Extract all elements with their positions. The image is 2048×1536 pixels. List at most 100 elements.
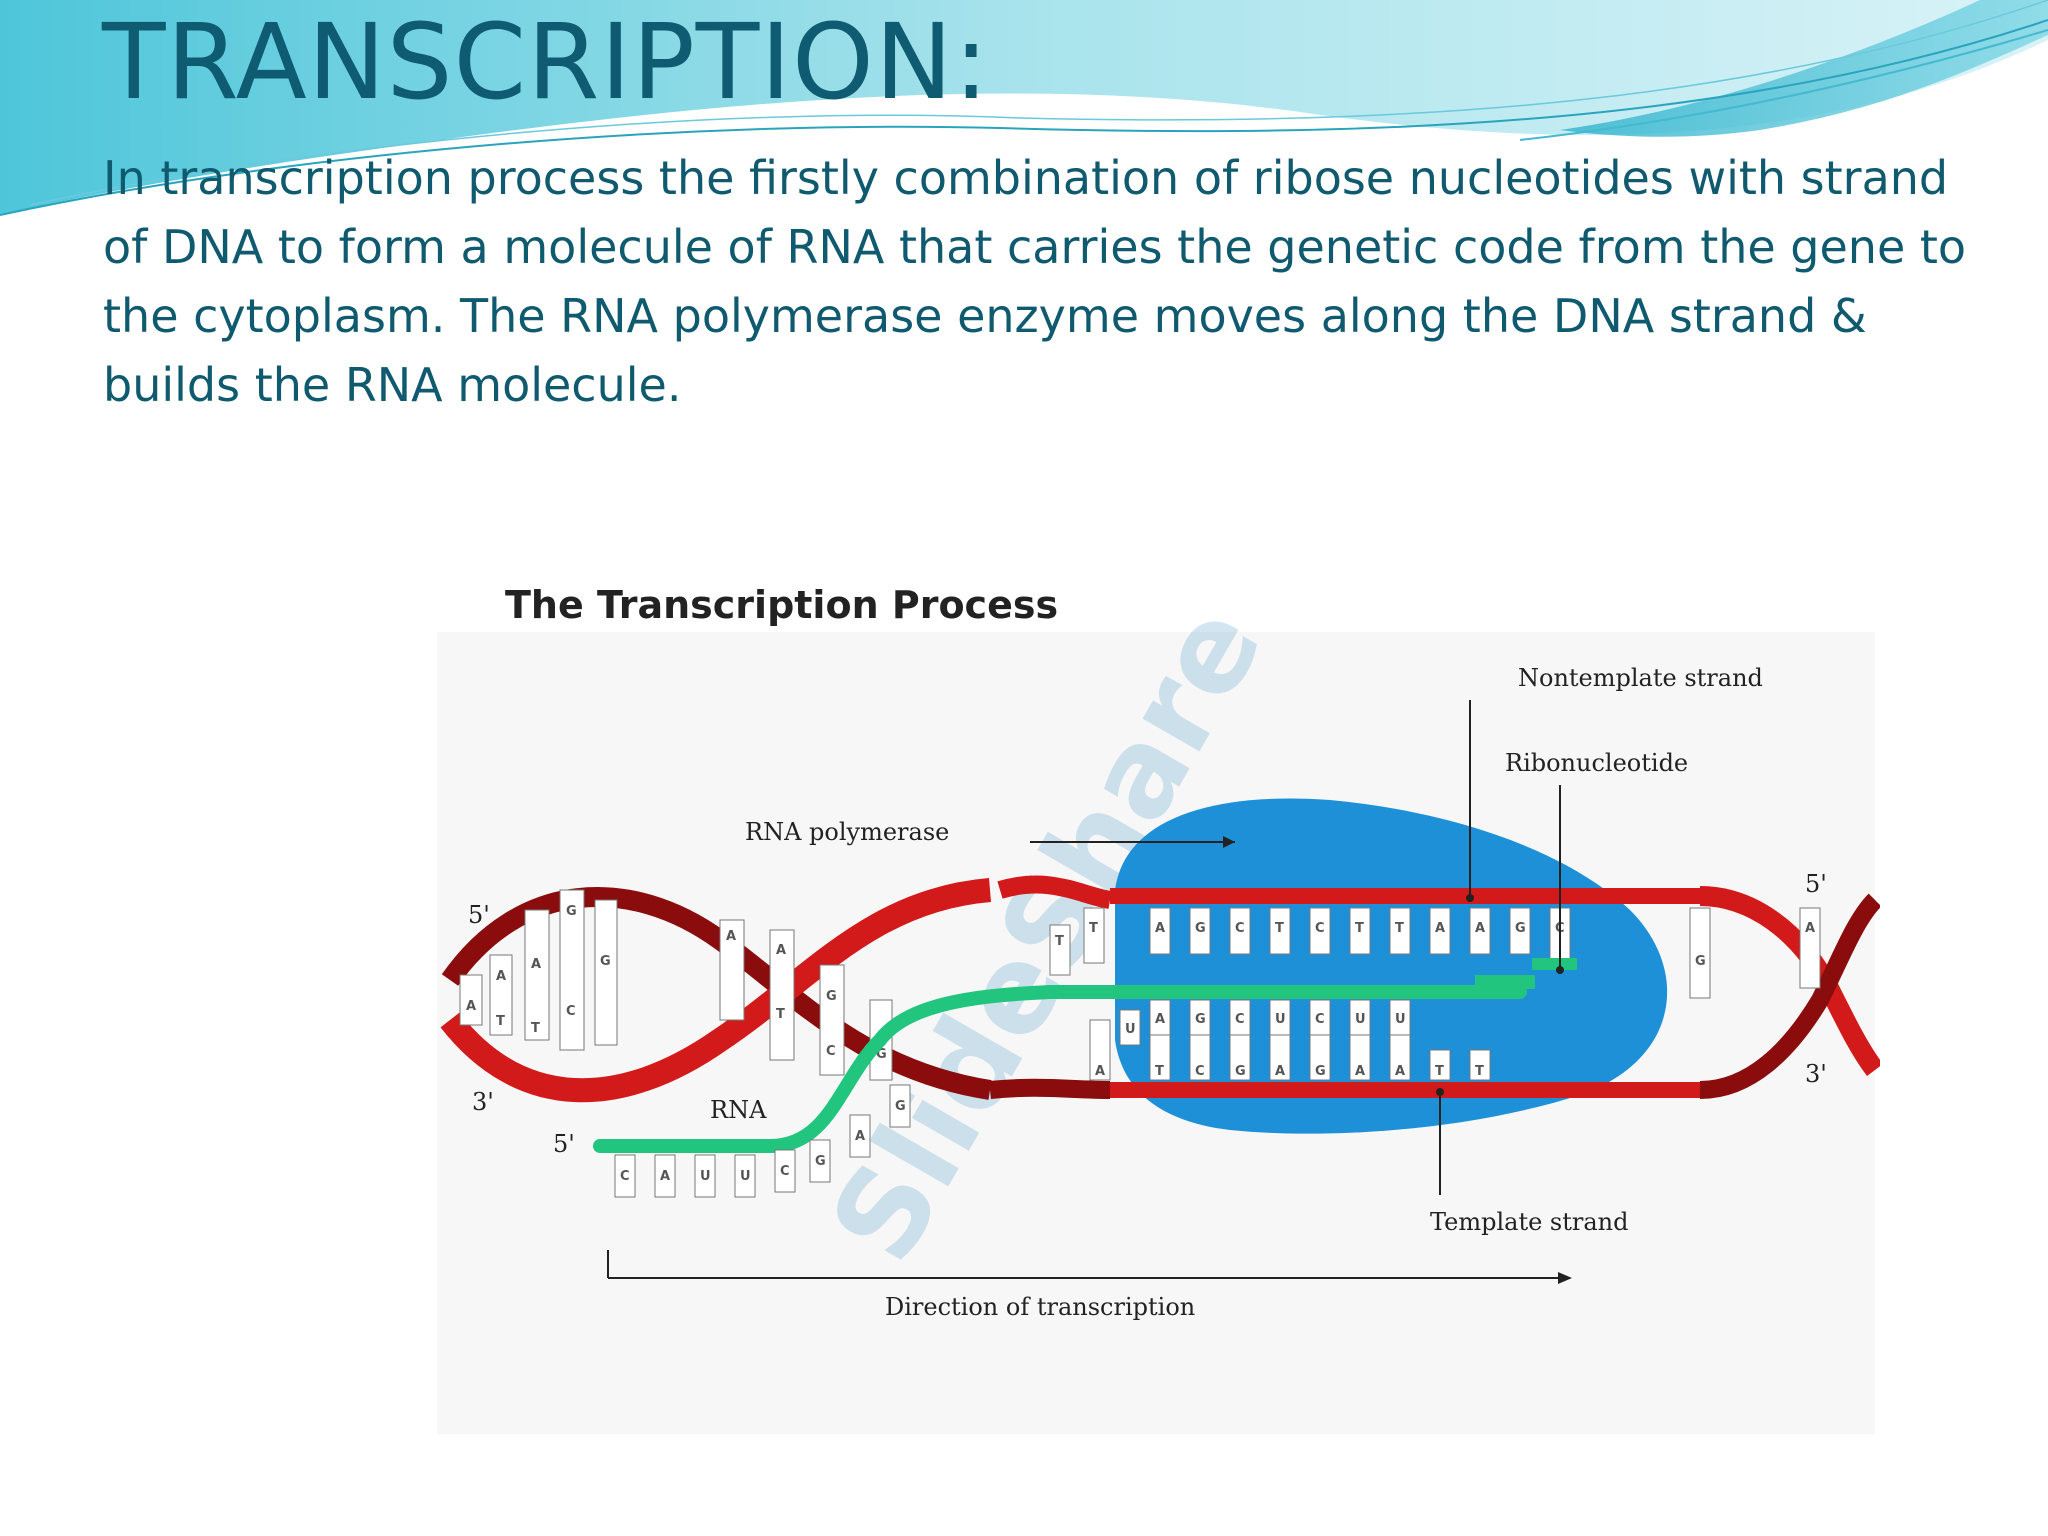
base: A [849,1114,871,1158]
base-label: U [700,1169,711,1184]
base: G [1309,1034,1331,1081]
base: T [1469,1049,1491,1081]
arrow-head-icon [1223,836,1235,848]
base-label: C [826,1044,836,1059]
base-pair: A [459,974,483,1026]
base-label: T [1435,1064,1444,1079]
dna-template-transition [989,1078,1111,1099]
left-helix-bases: A AT AT GC G A AT GC G [459,889,893,1081]
base-pair: AT [769,929,795,1061]
base-label: C [1315,921,1325,936]
base-label: A [466,999,476,1014]
base: C [1229,999,1251,1036]
released-rna-bases: C A U U C G A G [614,1084,911,1198]
base-label: A [1095,1064,1105,1079]
base-label: A [776,943,786,958]
base: T [1049,924,1071,976]
base-label: T [1355,921,1364,936]
nontemplate-strand [1110,888,1700,904]
arrow-head-icon [1558,1272,1572,1284]
base-pair: GC [819,964,845,1076]
base-label: A [1395,1064,1405,1079]
slide-body-text: In transcription process the firstly com… [103,151,1967,412]
base-label: T [496,1014,505,1029]
transcription-diagram-svg: The Transcription Process SlideShare A A… [437,583,1880,1434]
base-label: T [1155,1064,1164,1079]
base-label: G [876,1047,887,1062]
label-5-prime-right: 5' [1805,870,1827,898]
base-label: G [1195,1012,1206,1027]
base-label: A [1805,921,1815,936]
base-label: U [740,1169,751,1184]
base-label: A [1475,921,1485,936]
base-label: G [1195,921,1206,936]
base: A [1149,999,1171,1036]
base-pair: AT [524,909,550,1041]
diagram-title: The Transcription Process [505,583,1058,627]
base-label: A [1155,1012,1165,1027]
base: A [654,1154,676,1198]
label-3-prime-right: 3' [1805,1060,1827,1088]
base-label: A [1355,1064,1365,1079]
base: A [1269,1034,1291,1081]
base-label: T [1275,921,1284,936]
base-label: G [600,954,611,969]
template-bases: A T C G A G A A T T [1089,1019,1491,1081]
base: G [1689,907,1711,999]
base: A [1149,907,1171,955]
base-label: T [1475,1064,1484,1079]
header-wave-decoration [0,0,2048,216]
base-label: G [1695,954,1706,969]
slide-title: TRANSCRIPTION: [102,1,990,123]
base: G [1509,907,1531,955]
base-label: T [1055,934,1064,949]
base-label: T [776,1007,785,1022]
label-rna-polymerase: RNA polymerase [745,818,949,846]
nontemplate-bases: T T A G C T C T T A A G C G A [1049,907,1821,999]
base: C [1189,1034,1211,1081]
base-label: T [1395,921,1404,936]
base-label: C [1235,921,1245,936]
label-nontemplate-strand: Nontemplate strand [1518,664,1763,692]
base-label: T [1089,921,1098,936]
base-label: A [855,1129,865,1144]
base-label: A [660,1169,670,1184]
base-label: C [1235,1012,1245,1027]
base-label: G [1515,921,1526,936]
base-pair: AT [489,954,513,1036]
base: U [1119,1009,1141,1046]
base-label: G [1235,1064,1246,1079]
base: U [1389,999,1411,1036]
base: A [1089,1019,1111,1081]
label-3-prime-left: 3' [472,1088,494,1116]
rna-transcript-bases: U A G C U C U U [1119,999,1411,1046]
base-pair: G [594,899,618,1046]
base-label: A [1155,921,1165,936]
base: G [1189,999,1211,1036]
base: U [694,1154,716,1198]
base-label: C [566,1004,576,1019]
dna-nontemplate-transition [997,875,1112,909]
incoming-ribonucleotide [1475,975,1535,989]
base: C [1309,999,1331,1036]
base: U [734,1154,756,1198]
base: C [774,1149,796,1193]
label-template-strand: Template strand [1430,1208,1629,1236]
base: C [1229,907,1251,955]
base-label: G [826,989,837,1004]
base: A [1389,1034,1411,1081]
incoming-ribonucleotide [1532,958,1577,970]
label-rna: RNA [710,1096,767,1124]
base: A [1799,907,1821,989]
label-5-prime-left: 5' [468,901,490,929]
base-label: U [1125,1022,1136,1037]
base: T [1149,1034,1171,1081]
base-label: A [1275,1064,1285,1079]
leader-dot [1556,966,1564,974]
right-helix [1699,886,1880,1099]
label-ribonucleotide: Ribonucleotide [1505,749,1688,777]
base: T [1349,907,1371,955]
base: T [1083,907,1105,964]
base-label: C [1315,1012,1325,1027]
base: C [1309,907,1331,955]
